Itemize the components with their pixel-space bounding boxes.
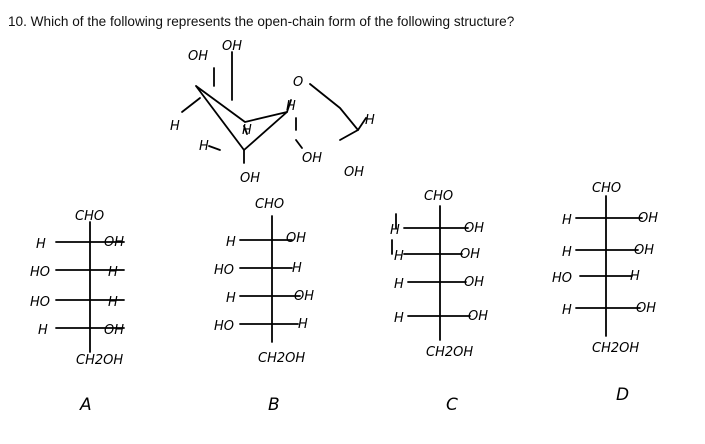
ring-label: OH xyxy=(188,49,208,64)
option-b-row3-right: OH xyxy=(294,289,314,304)
option-a-row4-left: H xyxy=(38,323,48,338)
option-c-row1-right: OH xyxy=(464,221,484,236)
option-a-top: CHO xyxy=(75,209,104,224)
option-a-row4-right: OH xyxy=(104,323,124,338)
option-b-top: CHO xyxy=(255,197,284,212)
option-c-bottom: CH2OH xyxy=(426,345,473,360)
option-c-letter: C xyxy=(446,395,458,415)
option-d-row1-right: OH xyxy=(638,211,658,226)
option-b-bottom: CH2OH xyxy=(258,351,305,366)
option-b-row4-left: HO xyxy=(214,319,234,334)
ring-label: H xyxy=(242,123,252,138)
ring-label: OH xyxy=(344,165,364,180)
option-b-letter: B xyxy=(268,395,280,415)
option-c-row2-left: H xyxy=(394,249,404,264)
option-c-top: CHO xyxy=(424,189,453,204)
option-d-top: CHO xyxy=(592,181,621,196)
option-a-row2-left: HO xyxy=(30,265,50,280)
option-a-row3-right: H xyxy=(108,295,118,310)
question-text: 10. Which of the following represents th… xyxy=(8,14,515,29)
option-a-row1-right: OH xyxy=(104,235,124,250)
ring-label: H xyxy=(199,139,209,154)
option-b-row3-left: H xyxy=(226,291,236,306)
option-d-row3-right: H xyxy=(630,269,640,284)
option-c-row3-right: OH xyxy=(464,275,484,290)
option-a-row2-right: H xyxy=(108,265,118,280)
option-b-row1-right: OH xyxy=(286,231,306,246)
option-b-row1-left: H xyxy=(226,235,236,250)
option-d-row4-left: H xyxy=(562,303,572,318)
ring-label: H xyxy=(170,119,180,134)
ring-label: H xyxy=(286,99,296,114)
option-c: CHO H OH H OH H OH H OH CH2OH C xyxy=(390,189,488,415)
ring-label: H xyxy=(365,113,375,128)
option-c-row2-right: OH xyxy=(460,247,480,262)
option-b-row2-right: H xyxy=(292,261,302,276)
ring-label: OH xyxy=(302,151,322,166)
ring-structure: OH OH O H H H H H OH OH OH xyxy=(170,39,375,186)
option-d-row4-right: OH xyxy=(636,301,656,316)
option-d-letter: D xyxy=(616,385,629,405)
option-a-letter: A xyxy=(79,395,92,415)
option-a-bottom: CH2OH xyxy=(76,353,123,368)
option-b: CHO H OH HO H H OH HO H CH2OH B xyxy=(214,197,314,415)
option-d-row2-right: OH xyxy=(634,243,654,258)
option-a-row3-left: HO xyxy=(30,295,50,310)
option-c-row3-left: H xyxy=(394,277,404,292)
ring-label: O xyxy=(293,75,303,90)
option-b-row2-left: HO xyxy=(214,263,234,278)
option-d: CHO H OH H OH HO H H OH CH2OH D xyxy=(552,181,658,405)
option-c-row1-left: H xyxy=(390,223,400,238)
option-c-row4-right: OH xyxy=(468,309,488,324)
option-d-row1-left: H xyxy=(562,213,572,228)
option-d-row2-left: H xyxy=(562,245,572,260)
option-a: CHO H OH HO H HO H H OH CH2OH A xyxy=(30,209,125,415)
ring-label: OH xyxy=(240,171,260,186)
option-b-row4-right: H xyxy=(298,317,308,332)
option-d-bottom: CH2OH xyxy=(592,341,639,356)
option-a-row1-left: H xyxy=(36,237,46,252)
option-d-row3-left: HO xyxy=(552,271,572,286)
ring-label: OH xyxy=(222,39,242,54)
option-c-row4-left: H xyxy=(394,311,404,326)
